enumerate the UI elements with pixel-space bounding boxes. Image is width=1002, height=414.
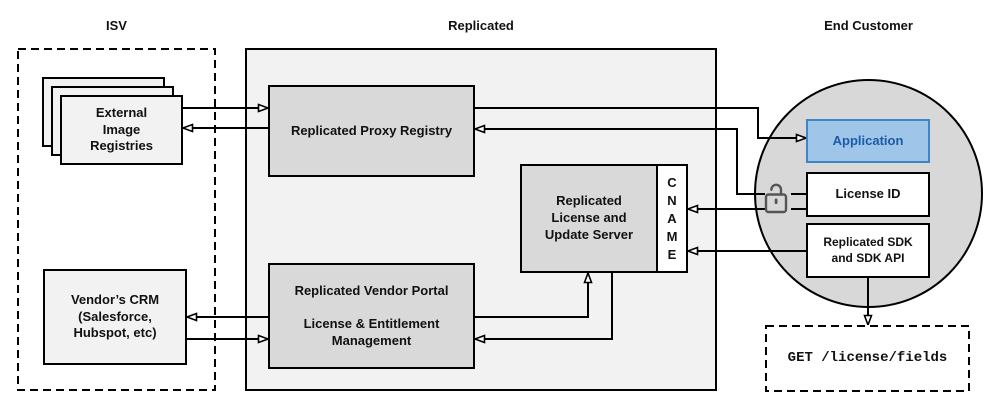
license-update-server-label: Replicated License and Update Server xyxy=(544,193,634,242)
vendors-crm-label: Vendor’s CRM (Salesforce, Hubspot, etc) xyxy=(70,291,160,341)
get-request-label: GET /license/fields xyxy=(787,350,948,367)
vendor-portal-node: Replicated Vendor Portal License & Entit… xyxy=(268,263,475,369)
application-label: Application xyxy=(832,132,904,148)
replicated-sdk-node: Replicated SDK and SDK API xyxy=(806,223,930,278)
external-image-registries-label: External Image Registries xyxy=(90,104,153,154)
license-id-label: License ID xyxy=(835,186,901,202)
vendor-portal-label: Replicated Vendor Portal License & Entit… xyxy=(294,282,449,348)
proxy-registry-label: Replicated Proxy Registry xyxy=(290,122,453,138)
get-request-node: GET /license/fields xyxy=(765,325,970,392)
lock-icon xyxy=(762,180,790,216)
isv-container xyxy=(17,48,216,391)
application-node: Application xyxy=(806,119,930,163)
cname-label: C N A M E xyxy=(666,174,678,262)
replicated-section-title: Replicated xyxy=(448,18,514,33)
dashed-border xyxy=(17,48,216,391)
cname-node: C N A M E xyxy=(656,164,688,273)
end-customer-section-title: End Customer xyxy=(824,18,913,33)
proxy-registry-node: Replicated Proxy Registry xyxy=(268,85,475,177)
replicated-sdk-label: Replicated SDK and SDK API xyxy=(823,234,913,265)
license-update-server-node: Replicated License and Update Server xyxy=(520,164,658,273)
external-image-registries-node: External Image Registries xyxy=(60,95,183,165)
license-id-node: License ID xyxy=(806,172,930,217)
dashed-border xyxy=(765,325,970,392)
vendors-crm-node: Vendor’s CRM (Salesforce, Hubspot, etc) xyxy=(43,269,187,365)
isv-section-title: ISV xyxy=(106,18,127,33)
